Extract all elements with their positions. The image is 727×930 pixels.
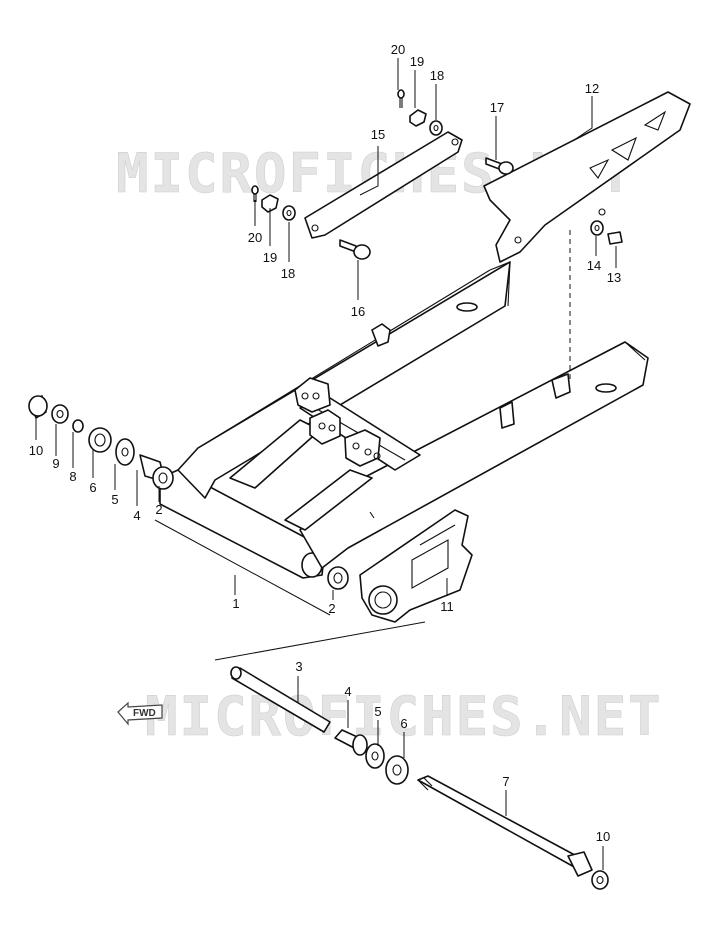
callout-18-lower: 18 bbox=[281, 266, 295, 281]
callout-9: 9 bbox=[52, 456, 59, 471]
callout-13: 13 bbox=[607, 270, 621, 285]
fwd-arrow-icon: FWD bbox=[117, 701, 163, 726]
callout-6-lower: 6 bbox=[400, 716, 407, 731]
callout-12: 12 bbox=[585, 81, 599, 96]
callout-10-lower: 10 bbox=[596, 829, 610, 844]
swingarm-frame bbox=[159, 261, 649, 579]
chain-guard-cover bbox=[483, 91, 691, 263]
callout-19-lower: 19 bbox=[263, 250, 277, 265]
callout-4: 4 bbox=[133, 508, 140, 523]
callout-2: 2 bbox=[155, 502, 162, 517]
chain-adjuster-guard bbox=[359, 509, 473, 623]
callout-6: 6 bbox=[89, 480, 96, 495]
right-bearing bbox=[327, 566, 349, 590]
callout-15: 15 bbox=[371, 127, 385, 142]
callout-20: 20 bbox=[391, 42, 405, 57]
pivot-sleeve bbox=[230, 666, 331, 733]
callout-10: 10 bbox=[29, 443, 43, 458]
callout-19: 19 bbox=[410, 54, 424, 69]
callout-20-lower: 20 bbox=[248, 230, 262, 245]
pivot-shaft bbox=[417, 775, 609, 890]
callout-14: 14 bbox=[587, 258, 601, 273]
callout-2-right: 2 bbox=[328, 601, 335, 616]
callout-5: 5 bbox=[111, 492, 118, 507]
callout-8: 8 bbox=[69, 469, 76, 484]
torque-rod bbox=[304, 131, 463, 239]
callout-16: 16 bbox=[351, 304, 365, 319]
callout-7: 7 bbox=[502, 774, 509, 789]
callout-11: 11 bbox=[440, 599, 454, 614]
leader-lines bbox=[35, 58, 617, 870]
callout-4-lower: 4 bbox=[344, 684, 351, 699]
callout-3: 3 bbox=[295, 659, 302, 674]
lower-bearing-stack bbox=[334, 729, 409, 785]
left-pivot-stack bbox=[28, 395, 174, 490]
callout-numbers: 20 19 18 17 12 15 20 19 18 14 13 16 10 9… bbox=[29, 42, 621, 844]
callout-18: 18 bbox=[430, 68, 444, 83]
watermark-bottom: MICROFICHES.NET bbox=[145, 685, 663, 748]
callout-5-lower: 5 bbox=[374, 704, 381, 719]
fwd-label: FWD bbox=[133, 708, 156, 719]
hardware-pins-washers bbox=[251, 89, 623, 260]
callout-1: 1 bbox=[232, 596, 239, 611]
callout-17: 17 bbox=[490, 100, 504, 115]
